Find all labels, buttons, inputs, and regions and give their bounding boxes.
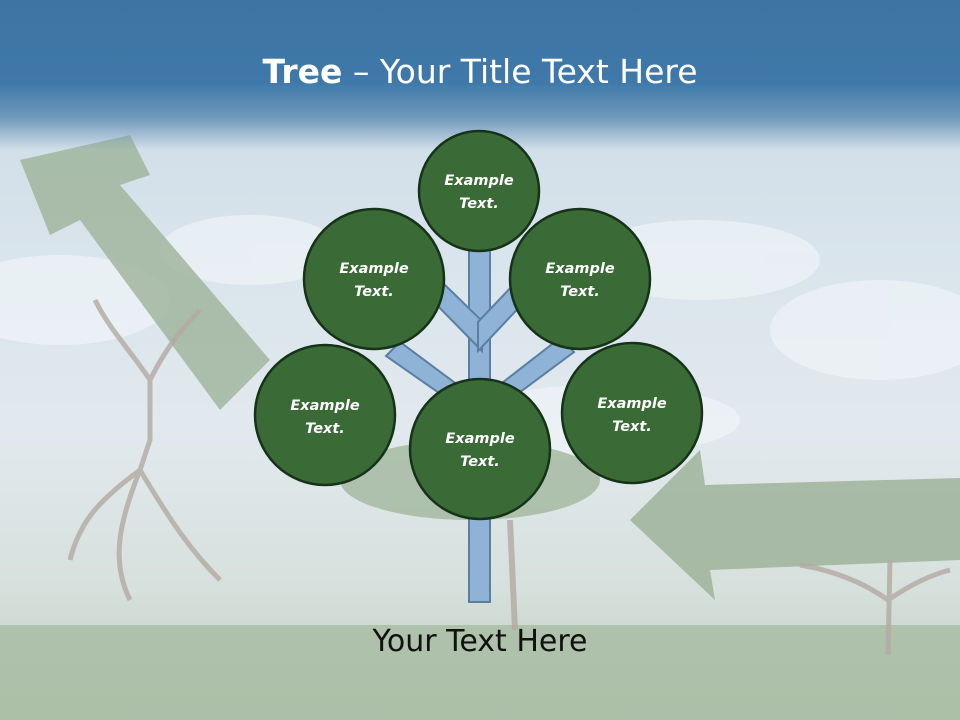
- node-center: Example Text.: [408, 377, 552, 521]
- node-upper-right-line1: Example: [545, 261, 615, 277]
- node-top-line1: Example: [444, 173, 514, 189]
- arrow-hedge-left: [20, 135, 270, 410]
- slide-title: Tree – Your Title Text Here: [0, 52, 960, 91]
- tree-trunk-right: [799, 559, 951, 656]
- node-mid-right-line1: Example: [597, 396, 667, 412]
- node-upper-left-line1: Example: [339, 261, 409, 277]
- node-mid-left-line1: Example: [290, 398, 360, 414]
- caption-text: Your Text Here: [372, 624, 588, 659]
- node-upper-right-line2: Text.: [560, 284, 600, 300]
- node-upper-left: Example Text.: [302, 207, 446, 351]
- node-mid-left-line2: Text.: [305, 421, 345, 437]
- title-separator: –: [342, 52, 380, 91]
- title-bold: Tree: [262, 52, 343, 91]
- arrow-hedge-right: [630, 450, 960, 600]
- node-upper-right: Example Text.: [508, 207, 652, 351]
- grass-field: [0, 625, 960, 720]
- node-top-line2: Text.: [459, 196, 499, 212]
- tree-trunk-left: [67, 298, 222, 602]
- header-band: [0, 0, 960, 150]
- node-top: Example Text.: [417, 129, 541, 253]
- node-mid-left: Example Text.: [253, 343, 397, 487]
- node-center-line1: Example: [445, 431, 515, 447]
- node-center-line2: Text.: [460, 454, 500, 470]
- node-upper-left-line2: Text.: [354, 284, 394, 300]
- node-mid-right: Example Text.: [560, 341, 704, 485]
- node-mid-right-line2: Text.: [612, 419, 652, 435]
- title-rest: Your Title Text Here: [379, 52, 698, 91]
